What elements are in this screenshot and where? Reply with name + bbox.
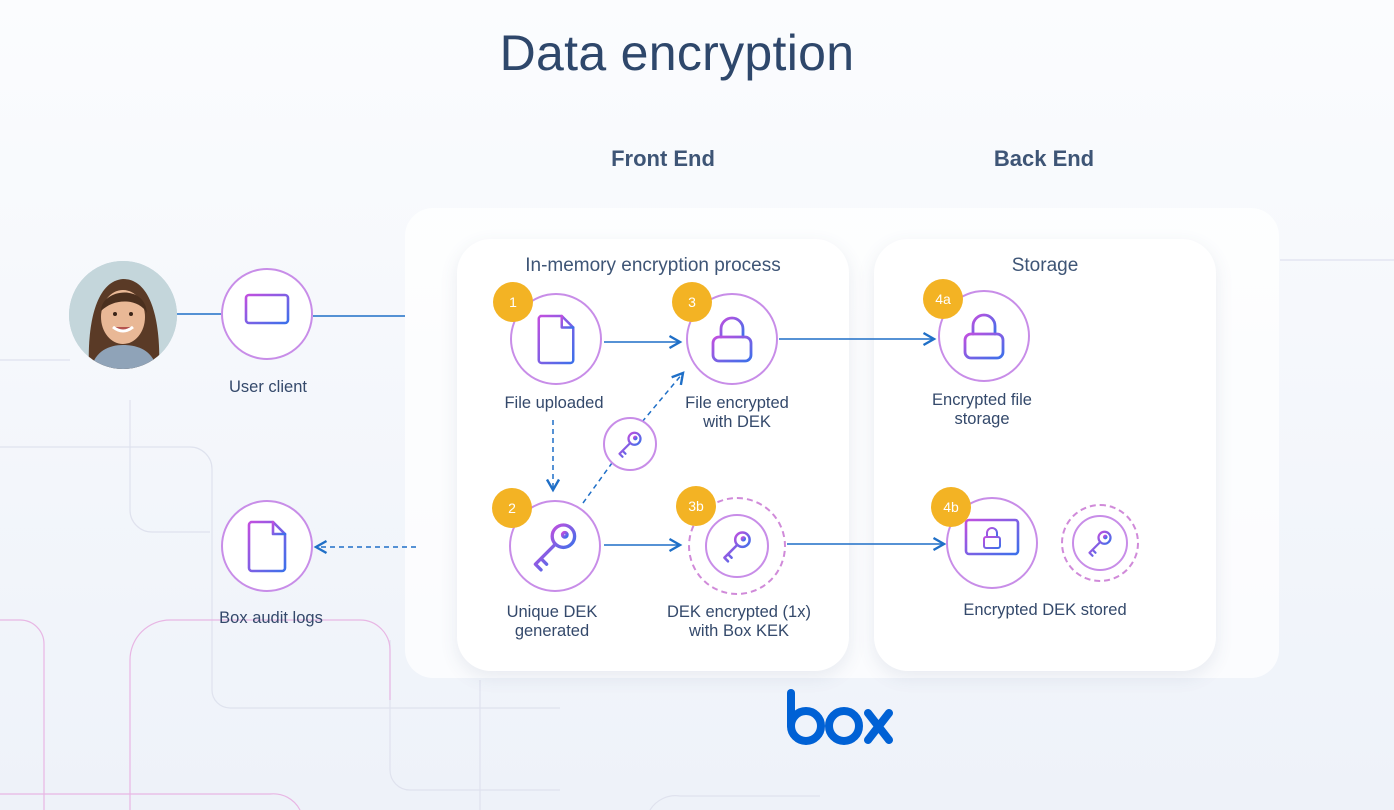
label-line: Unique DEK	[506, 603, 598, 621]
label-line: storage	[954, 410, 1010, 428]
kek-wrap-ring	[688, 497, 786, 595]
label-line: Encrypted file	[932, 391, 1032, 409]
front-end-heading: Front End	[611, 146, 715, 171]
user-avatar	[69, 261, 177, 369]
document-icon	[247, 520, 287, 573]
key-icon	[1088, 530, 1112, 557]
label-line: generated	[514, 622, 590, 640]
monitor-lock-icon	[964, 518, 1020, 566]
label-line: File encrypted	[685, 394, 789, 412]
label-line: with Box KEK	[689, 622, 789, 640]
encrypted-dek-stored-label: Encrypted DEK stored	[963, 601, 1127, 619]
audit-logs-label: Box audit logs	[219, 609, 323, 627]
box-logo	[787, 689, 893, 745]
step-badge: 4b	[931, 487, 971, 527]
file-encrypted-label: File encrypted with DEK	[662, 394, 812, 432]
step-badge: 2	[492, 488, 532, 528]
dek-encrypted-label: DEK encrypted (1x) with Box KEK	[654, 603, 824, 641]
page-title: Data encryption	[499, 25, 855, 81]
audit-logs-node	[221, 500, 313, 592]
dek-key-transfer-node	[603, 417, 657, 471]
step-badge: 3b	[676, 486, 716, 526]
step-badge: 4a	[923, 279, 963, 319]
back-end-heading: Back End	[993, 146, 1095, 171]
key-icon	[533, 523, 577, 572]
unique-dek-label: Unique DEK generated	[482, 603, 622, 641]
key-icon	[618, 431, 642, 458]
label-line: DEK encrypted (1x)	[667, 603, 811, 621]
step-badge: 3	[672, 282, 712, 322]
file-uploaded-label: File uploaded	[504, 394, 604, 412]
key-to-encrypt-dashed-arrow	[641, 371, 685, 423]
step-badge: 1	[493, 282, 533, 322]
user-client-node	[221, 268, 313, 360]
dek-to-key-dashed-line	[582, 462, 613, 504]
kek-wrap-ring	[1061, 504, 1139, 582]
lock-icon	[711, 316, 753, 363]
label-line: with DEK	[703, 413, 771, 431]
document-icon	[537, 314, 575, 365]
dek-encrypted-node	[705, 514, 769, 578]
encrypted-file-storage-label: Encrypted file storage	[907, 391, 1057, 429]
stored-dek-key-node	[1072, 515, 1128, 571]
storage-panel-title: Storage	[1011, 255, 1079, 276]
in-memory-panel-title: In-memory encryption process	[525, 255, 781, 276]
unique-dek-node	[509, 500, 601, 592]
monitor-icon	[244, 293, 290, 335]
key-icon	[723, 531, 751, 563]
lock-icon	[963, 313, 1005, 360]
user-client-label: User client	[229, 378, 307, 396]
